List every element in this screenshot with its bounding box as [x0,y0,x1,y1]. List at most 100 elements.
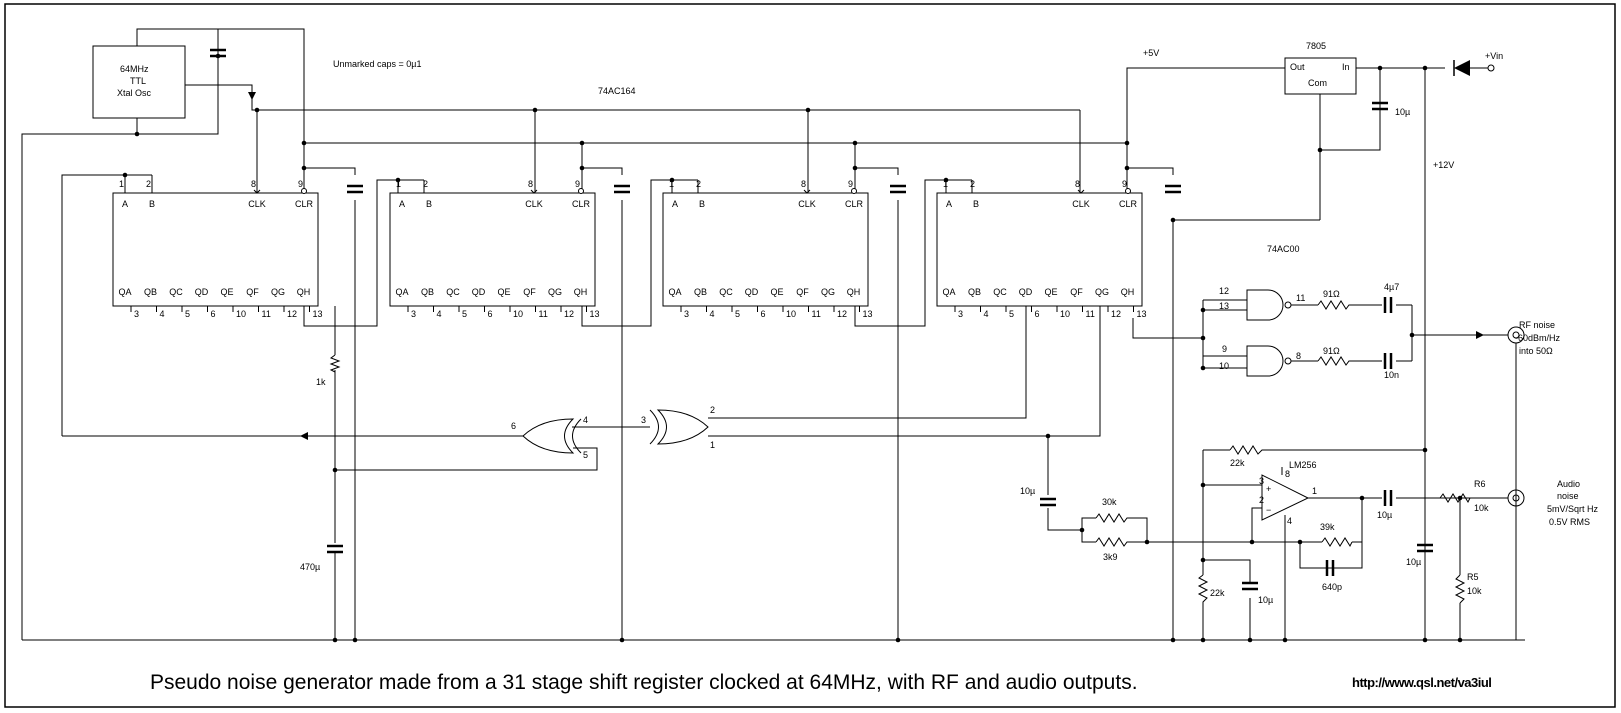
c-10u-out-label: 10µ [1377,510,1392,520]
audio-out-line1: Audio [1557,479,1580,489]
r-3k9-label: 3k9 [1103,552,1118,562]
pin-label: CLK [525,199,543,209]
c-10u-in-label: 10µ [1020,486,1035,496]
pin-12: 12 [1219,286,1229,296]
pin-label: B [699,199,705,209]
resistor-22k-feedback [1229,445,1265,455]
pin-number: 1 [943,179,948,189]
pin-number: 5 [462,309,467,319]
opamp-pin-2: 2 [1259,495,1264,505]
pin-number: 8 [1075,179,1080,189]
pin-8: 8 [1296,351,1301,361]
output-label: QC [719,287,733,297]
output-label: QA [942,287,955,297]
output-label: QC [993,287,1007,297]
pin-13: 13 [1219,301,1229,311]
capacitor-10u-input [1040,497,1056,507]
pin-number: 3 [411,309,416,319]
pin-number: 11 [812,309,821,319]
output-label: QE [220,287,233,297]
osc-line1: 64MHz [120,64,149,74]
pin-number: 9 [848,179,853,189]
pin-number: 13 [1137,309,1147,319]
reg-in-label: In [1342,62,1350,72]
resistor-r5 [1454,574,1466,604]
pin-number: 12 [564,309,574,319]
wire [185,84,257,111]
c-10u-12v-label: 10µ [1406,557,1421,567]
pin-number: 4 [710,309,715,319]
output-label: QH [297,287,311,297]
junction-dots [122,53,1463,643]
opamp-pin-1: 1 [1312,486,1317,496]
output-label: QE [1044,287,1057,297]
pin-number: 12 [1111,309,1121,319]
pin-number: 9 [298,179,303,189]
pin-number: 11 [262,309,271,319]
outer-frame [4,3,1616,708]
pin-label: A [672,199,678,209]
r-91-a-label: 91Ω [1323,289,1340,299]
capacitor [614,184,630,194]
pin-number: 12 [837,309,847,319]
pin-3: 3 [641,415,646,425]
pin-label: A [122,199,128,209]
pin-number: 1 [396,179,401,189]
capacitor [890,184,906,194]
pin-2: 2 [710,405,715,415]
pin-label: CLK [1072,199,1090,209]
output-label: QH [1121,287,1135,297]
r-22k-fb-label: 22k [1230,458,1245,468]
pin-number: 3 [684,309,689,319]
opamp-minus: − [1266,505,1271,515]
pin-number: 13 [590,309,600,319]
opamp-pin-3: 3 [1259,476,1264,486]
pin-number: 5 [185,309,190,319]
resistor-30k [1095,513,1130,523]
capacitor-640p [1325,560,1335,576]
r-39k-label: 39k [1320,522,1335,532]
pin-10: 10 [1219,361,1229,371]
output-label: QC [446,287,460,297]
capacitor-10u-out [1383,490,1393,506]
output-label: QB [144,287,157,297]
capacitor-10n [1383,353,1393,369]
op-amp-lm256 [1261,474,1310,521]
output-label: QH [847,287,861,297]
pin-label: CLK [248,199,266,209]
output-label: QF [796,287,809,297]
capacitor-10u-bias [1242,581,1258,591]
pin-label: A [946,199,952,209]
pin-number: 10 [1060,309,1070,319]
reg-com-label: Com [1308,78,1327,88]
output-label: QG [821,287,835,297]
pin-number: 5 [1009,309,1014,319]
output-label: QF [523,287,536,297]
ic-74ac00-label: 74AC00 [1267,244,1300,254]
pin-4: 4 [583,415,588,425]
r6-label: R6 [1474,479,1486,489]
resistor-39k [1321,537,1353,548]
pin-number: 12 [287,309,297,319]
pin-number: 13 [313,309,323,319]
xtal-oscillator [92,45,186,119]
opamp-pin-4: 4 [1287,516,1292,526]
output-label: QA [118,287,131,297]
pin-number: 4 [160,309,165,319]
opamp-plus: + [1266,484,1271,494]
c-10u-reg-label: 10µ [1395,107,1410,117]
reg-out-label: Out [1290,62,1305,72]
ic-74ac164-label: 74AC164 [598,86,636,96]
output-label: QG [271,287,285,297]
rf-out-line2: -60dBm/Hz [1515,333,1561,343]
output-label: QA [668,287,681,297]
output-label: QE [770,287,783,297]
pin-label: B [973,199,979,209]
c-10n-label: 10n [1384,370,1399,380]
output-label: QD [195,287,209,297]
pin-number: 4 [437,309,442,319]
output-label: QH [574,287,588,297]
